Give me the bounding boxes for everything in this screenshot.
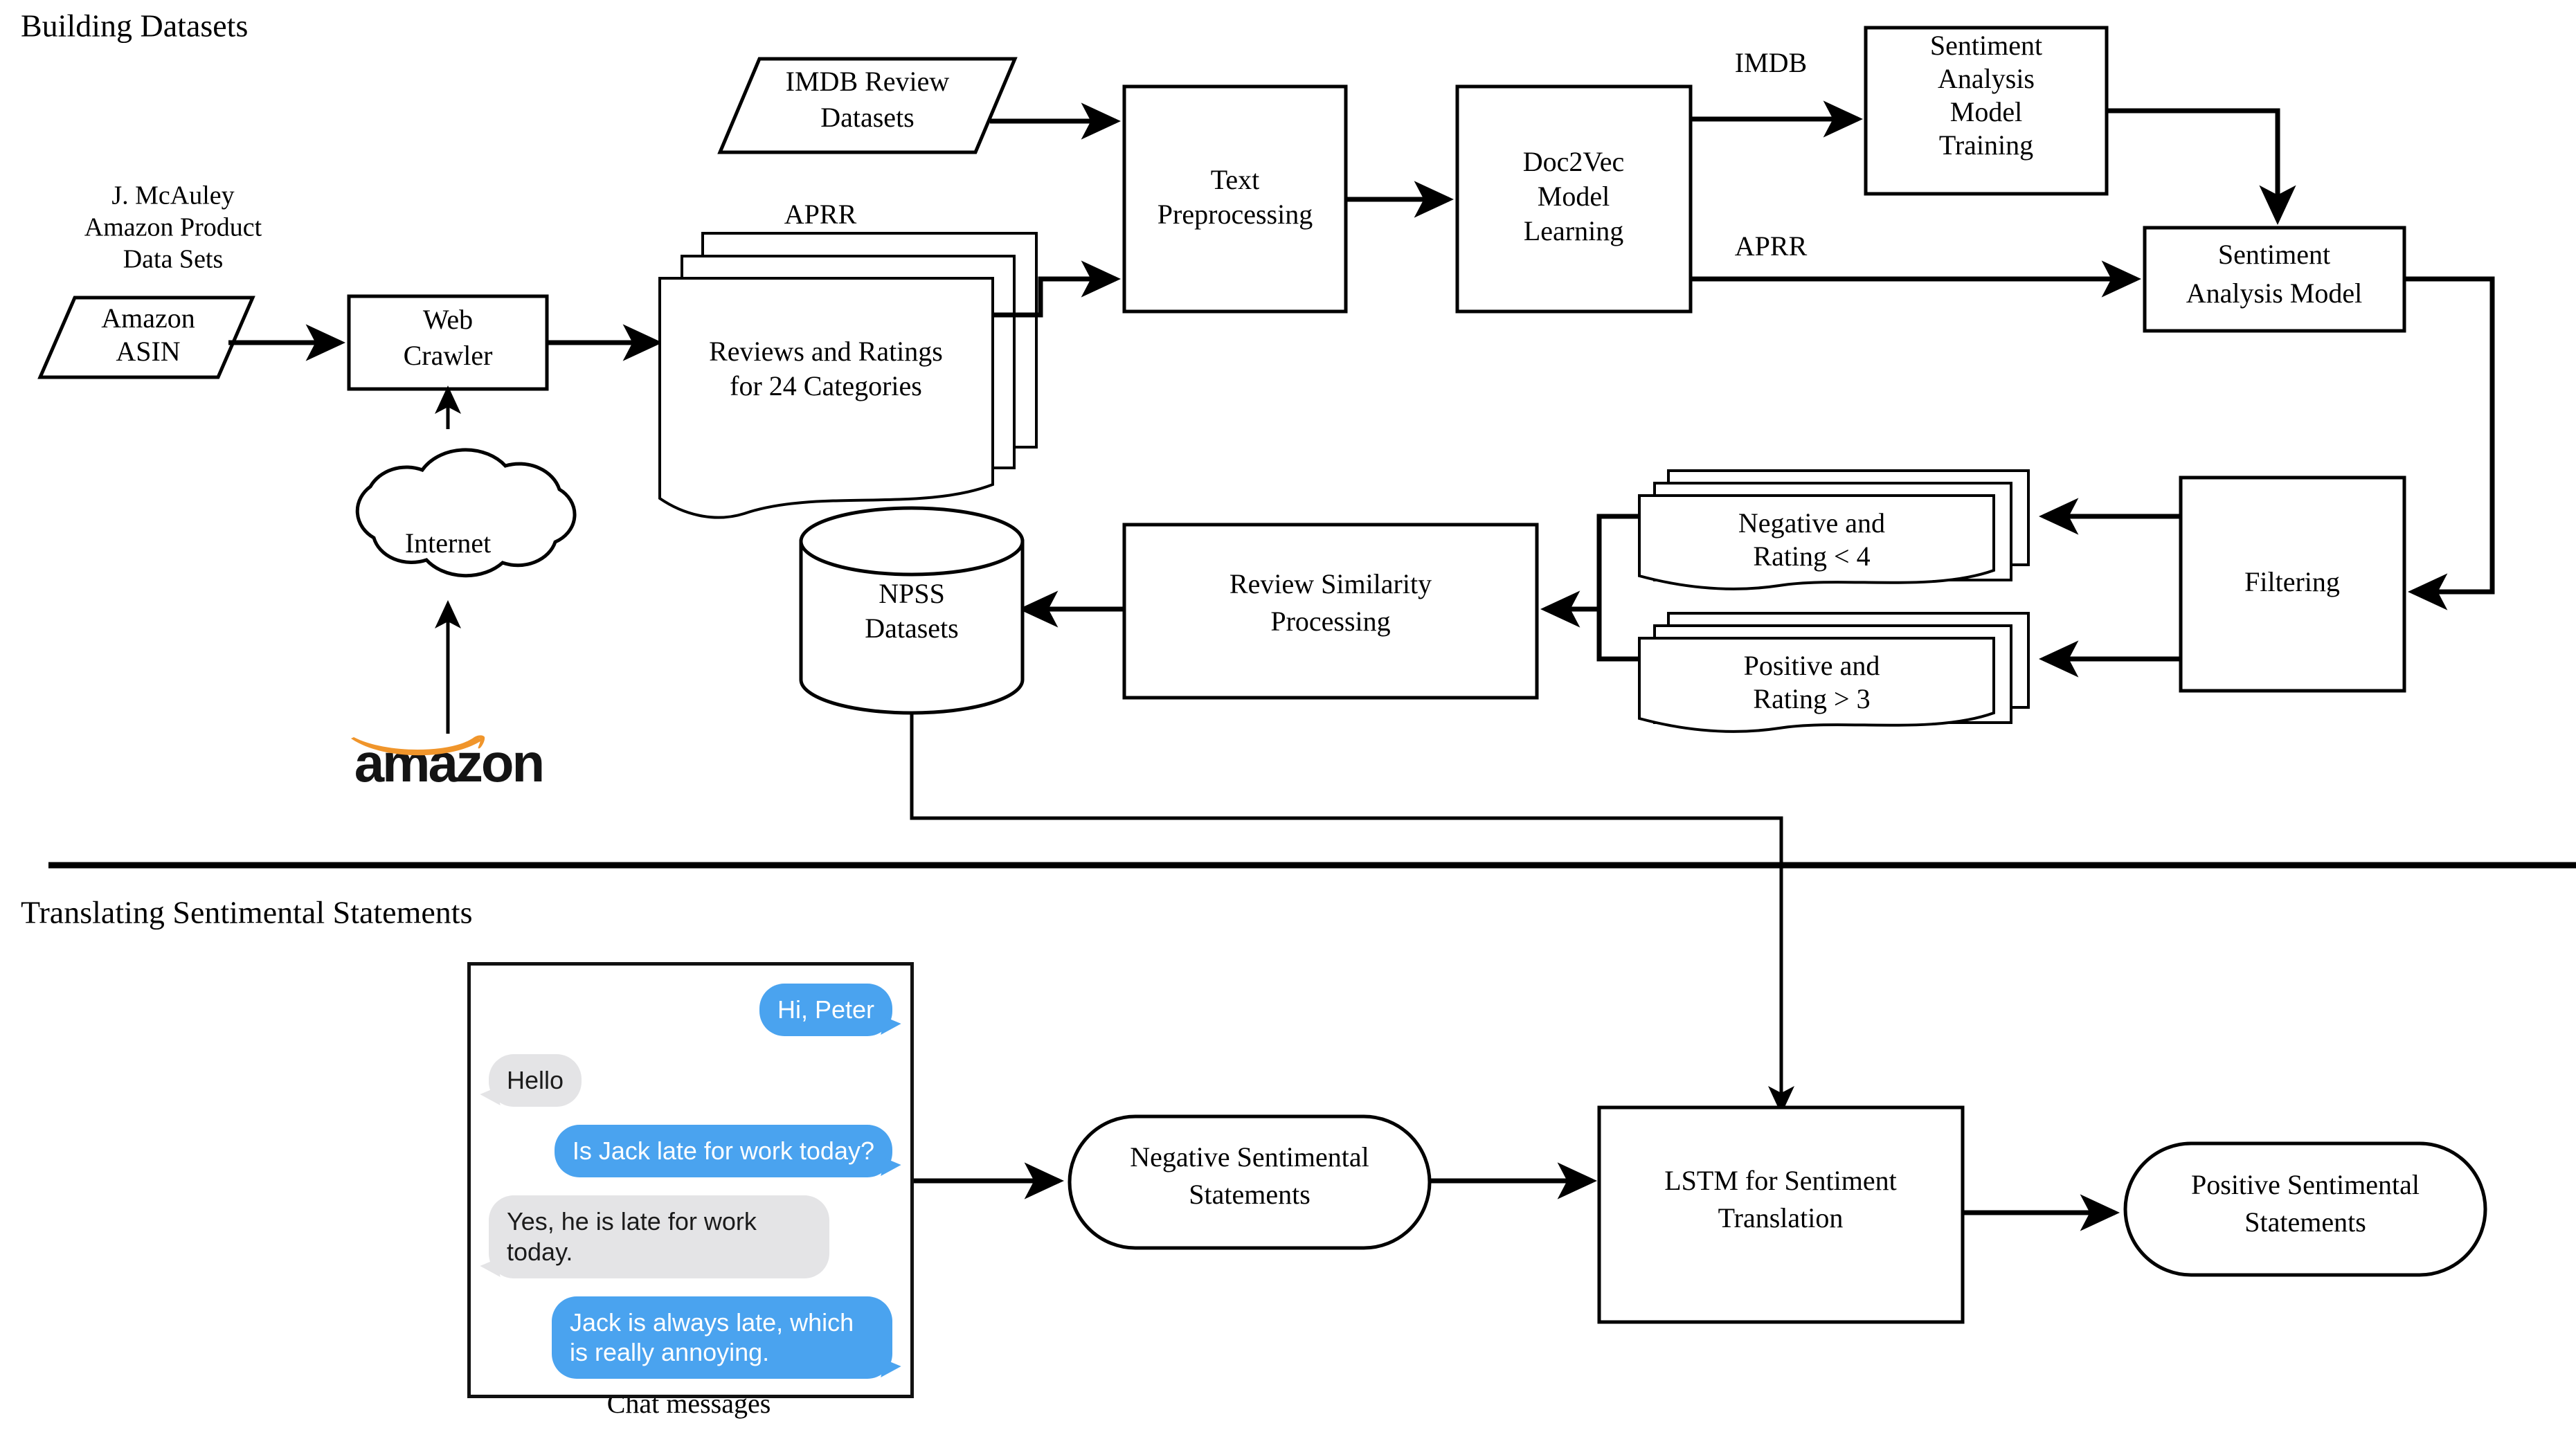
doc2vec-line1: Doc2Vec [1523,146,1625,177]
reviews-stack-front [658,277,994,519]
web-crawler-box [347,294,549,391]
chat-panel[interactable]: Hi, Peter Hello Is Jack late for work to… [467,962,914,1398]
mcauley-label-line1: J. McAuley [111,181,234,210]
web-crawler-line1: Web [423,304,473,335]
section-title-top: Building Datasets [21,8,248,44]
imdb-edge-label: IMDB [1735,47,1807,78]
internet-label: Internet [405,527,491,559]
negative-statements-line2: Statements [1189,1179,1310,1210]
reviews-line2: for 24 Categories [730,370,922,401]
sam-training-line1: Sentiment [1930,30,2042,61]
chat-bubble-incoming: Yes, he is late for work today. [489,1195,829,1278]
text-preprocessing-box [1122,84,1348,314]
positive-statements-oval [2123,1141,2487,1277]
npss-line2: Datasets [865,613,959,644]
mcauley-label-line3: Data Sets [123,245,224,274]
imdb-datasets-shape [717,57,1018,154]
npss-cylinder-body [799,539,1025,715]
section-title-bottom: Translating Sentimental Statements [21,895,472,930]
imdb-datasets-line2: Datasets [820,102,915,133]
edge-npss-to-lstm [910,713,1794,1115]
negative-stack-front [1638,494,1995,590]
negative-docs-line1: Negative and [1738,507,1885,538]
review-similarity-box [1122,523,1539,700]
edge-negative-merge [1596,514,1639,609]
chat-row: Hello [489,1053,892,1107]
positive-statements-line2: Statements [2244,1206,2366,1238]
aprr-top-label: APRR [784,199,857,230]
internet-cloud-shape [355,448,577,578]
sam-training-line2: Analysis [1938,63,2035,94]
text-preprocessing-line2: Preprocessing [1158,199,1313,230]
positive-statements-line1: Positive Sentimental [2191,1169,2420,1200]
reviews-line1: Reviews and Ratings [709,336,943,367]
edge-reviews-to-preprocessing [993,260,1122,318]
chat-row: Hi, Peter [489,984,892,1036]
review-similarity-line1: Review Similarity [1230,568,1432,599]
sam-training-line4: Training [1939,129,2033,161]
imdb-datasets-line1: IMDB Review [786,66,950,97]
negative-statements-line1: Negative Sentimental [1130,1141,1369,1173]
positive-stack-front [1638,637,1995,733]
amazon-smile-icon [351,735,485,756]
chat-bubble-outgoing: Jack is always late, which is really ann… [552,1296,892,1379]
edge-training-to-model [2107,108,2296,226]
amazon-logo: amazon [348,732,549,820]
filtering-box [2179,476,2406,693]
doc2vec-box [1455,84,1693,314]
positive-docs-line2: Rating > 3 [1753,683,1870,714]
amazon-asin-line1: Amazon [101,302,195,334]
doc2vec-line2: Model [1538,181,1610,212]
chat-row: Jack is always late, which is really ann… [489,1296,892,1379]
review-similarity-line2: Processing [1270,606,1390,637]
chat-row: Is Jack late for work today? [489,1124,892,1177]
sam-training-line3: Model [1950,96,2022,127]
positive-docs-line1: Positive and [1744,650,1880,681]
sam-training-box [1864,26,2109,196]
chat-row: Yes, he is late for work today. [489,1195,892,1278]
amazon-asin-line2: ASIN [116,336,180,367]
edge-model-to-filtering [2404,276,2495,610]
npss-line1: NPSS [879,578,945,609]
filtering-label: Filtering [2244,566,2340,597]
lstm-line2: Translation [1718,1202,1844,1233]
sentiment-model-line2: Analysis Model [2186,278,2362,309]
chat-bubble-outgoing: Is Jack late for work today? [554,1124,892,1177]
amazon-asin-shape [37,296,255,379]
chat-bubble-incoming: Hello [489,1053,582,1107]
text-preprocessing-line1: Text [1211,164,1260,195]
chat-bubble-outgoing: Hi, Peter [759,984,892,1036]
aprr-edge-label: APRR [1735,230,1808,262]
web-crawler-line2: Crawler [404,340,493,371]
negative-docs-line2: Rating < 4 [1753,541,1870,572]
edge-positive-merge [1596,609,1639,662]
mcauley-label-line2: Amazon Product [84,213,262,242]
npss-cylinder-top [799,506,1025,577]
lstm-line1: LSTM for Sentiment [1664,1165,1897,1196]
amazon-wordmark: amazon [354,732,545,793]
sentiment-model-line1: Sentiment [2218,239,2330,270]
doc2vec-line3: Learning [1524,215,1623,246]
